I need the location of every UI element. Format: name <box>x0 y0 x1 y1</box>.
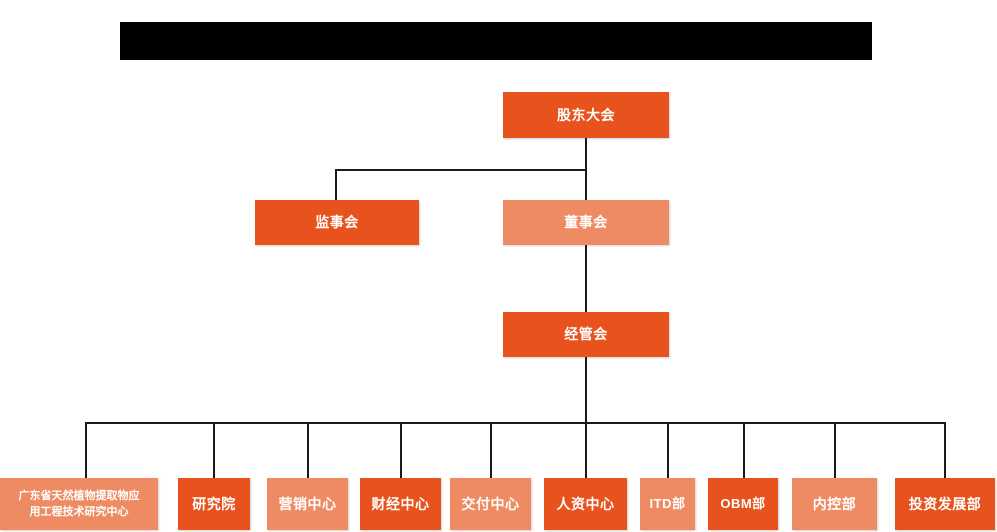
department-box-internal-control[interactable]: 内控部 <box>792 478 877 530</box>
connector-department-bus <box>85 422 945 424</box>
node-management-committee[interactable]: 经管会 <box>503 312 669 357</box>
connector-drop-7 <box>667 422 669 478</box>
department-box-hr-center[interactable]: 人资中心 <box>544 478 627 530</box>
connector-drop-5 <box>490 422 492 478</box>
connector-to-directors <box>585 169 587 201</box>
connector-drop-4 <box>400 422 402 478</box>
connector-shareholders-down <box>585 138 587 171</box>
connector-drop-6 <box>585 422 587 478</box>
redacted-title-bar <box>120 22 872 60</box>
department-box-investment-development[interactable]: 投资发展部 <box>895 478 995 530</box>
connector-to-supervisors <box>335 169 337 201</box>
department-label-line2: 用工程技术研究中心 <box>29 506 129 518</box>
connector-level2-bus <box>335 169 587 171</box>
department-box-guangdong-research-center[interactable]: 广东省天然植物提取物应 用工程技术研究中心 <box>0 478 158 530</box>
department-box-research-institute[interactable]: 研究院 <box>178 478 250 530</box>
connector-directors-to-management <box>585 245 587 312</box>
node-board-of-supervisors[interactable]: 监事会 <box>255 200 419 245</box>
department-box-marketing-center[interactable]: 营销中心 <box>267 478 348 530</box>
node-board-of-directors[interactable]: 董事会 <box>503 200 669 245</box>
department-box-obm[interactable]: OBM部 <box>708 478 778 530</box>
connector-drop-9 <box>834 422 836 478</box>
connector-drop-1 <box>85 422 87 478</box>
connector-drop-3 <box>307 422 309 478</box>
connector-drop-10 <box>944 422 946 478</box>
department-box-delivery-center[interactable]: 交付中心 <box>450 478 531 530</box>
connector-management-down <box>585 357 587 423</box>
department-label-line1: 广东省天然植物提取物应 <box>18 489 140 502</box>
connector-drop-8 <box>743 422 745 478</box>
department-box-itd[interactable]: ITD部 <box>640 478 695 530</box>
connector-drop-2 <box>213 422 215 478</box>
node-shareholders-meeting[interactable]: 股东大会 <box>503 92 669 138</box>
department-box-finance-center[interactable]: 财经中心 <box>360 478 441 530</box>
